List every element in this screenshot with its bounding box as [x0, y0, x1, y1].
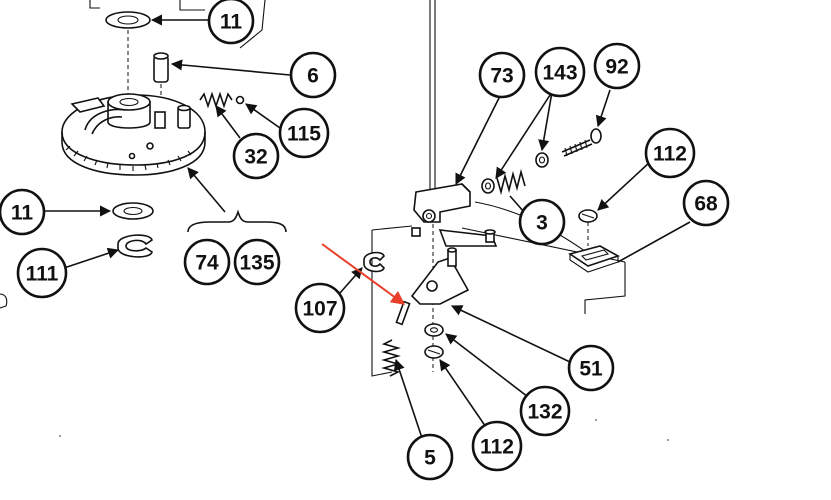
- callout-132: 132: [519, 385, 571, 437]
- callout-6: 6: [289, 51, 337, 99]
- lever: [411, 183, 498, 247]
- adjuster-screw-chain: [481, 128, 602, 196]
- callout-label: 51: [579, 358, 603, 381]
- callout-label: 112: [653, 143, 687, 166]
- callout-11-top: 11: [207, 0, 255, 45]
- callout-68: 68: [682, 179, 730, 227]
- callout-32: 32: [232, 132, 280, 180]
- callout-3: 3: [518, 198, 566, 246]
- callout-label: 32: [244, 146, 267, 169]
- callout-label: 3: [536, 212, 548, 235]
- callout-135: 135: [233, 238, 281, 286]
- e-clip: [117, 234, 153, 258]
- callout-92: 92: [593, 42, 641, 90]
- callout-5: 5: [406, 433, 454, 481]
- callout-label: 11: [220, 11, 243, 34]
- mount-bracket: [568, 209, 620, 273]
- callout-label: 132: [527, 401, 562, 424]
- washer-132: [424, 323, 444, 337]
- callout-label: 111: [26, 263, 59, 286]
- cam-gear: [61, 93, 206, 176]
- callout-107: 107: [294, 282, 346, 334]
- lever-assembly: [363, 0, 626, 377]
- callout-label: 107: [302, 298, 337, 321]
- callout-111: 111: [16, 247, 68, 299]
- callout-74: 74: [183, 238, 231, 286]
- cam-gear-assembly: [0, 0, 287, 309]
- callout-label: 143: [542, 62, 577, 85]
- washer-lower: [112, 202, 154, 220]
- right-leader-lines: [331, 89, 691, 439]
- assembly-brace: [187, 209, 287, 233]
- callout-label: 73: [490, 65, 513, 88]
- coil-spring: [381, 339, 401, 377]
- callout-143: 143: [534, 46, 586, 98]
- callout-label: 112: [480, 436, 514, 459]
- callout-label: 115: [287, 123, 321, 146]
- callout-label: 11: [11, 202, 34, 225]
- callout-label: 92: [605, 56, 628, 79]
- washer-top: [105, 11, 151, 29]
- callout-73: 73: [478, 51, 526, 99]
- highlight-arrow: [321, 243, 406, 305]
- callout-label: 135: [239, 252, 274, 275]
- left-leader-lines: [45, 14, 291, 269]
- callout-label: 68: [694, 193, 718, 216]
- pin: [395, 300, 411, 326]
- small-spring: [199, 91, 245, 109]
- cam-plate: [410, 247, 470, 305]
- callout-11-lower: 11: [0, 188, 46, 236]
- callout-112-upper: 112: [644, 127, 696, 179]
- callout-112-lower: 112: [471, 420, 523, 472]
- callout-label: 5: [424, 447, 436, 470]
- e-clip-107: [363, 251, 385, 273]
- callout-115: 115: [278, 107, 330, 159]
- print-specks: [59, 419, 669, 441]
- callout-51: 51: [567, 344, 615, 392]
- callout-label: 6: [307, 65, 319, 88]
- bushing: [153, 52, 169, 83]
- callout-label: 74: [195, 252, 219, 275]
